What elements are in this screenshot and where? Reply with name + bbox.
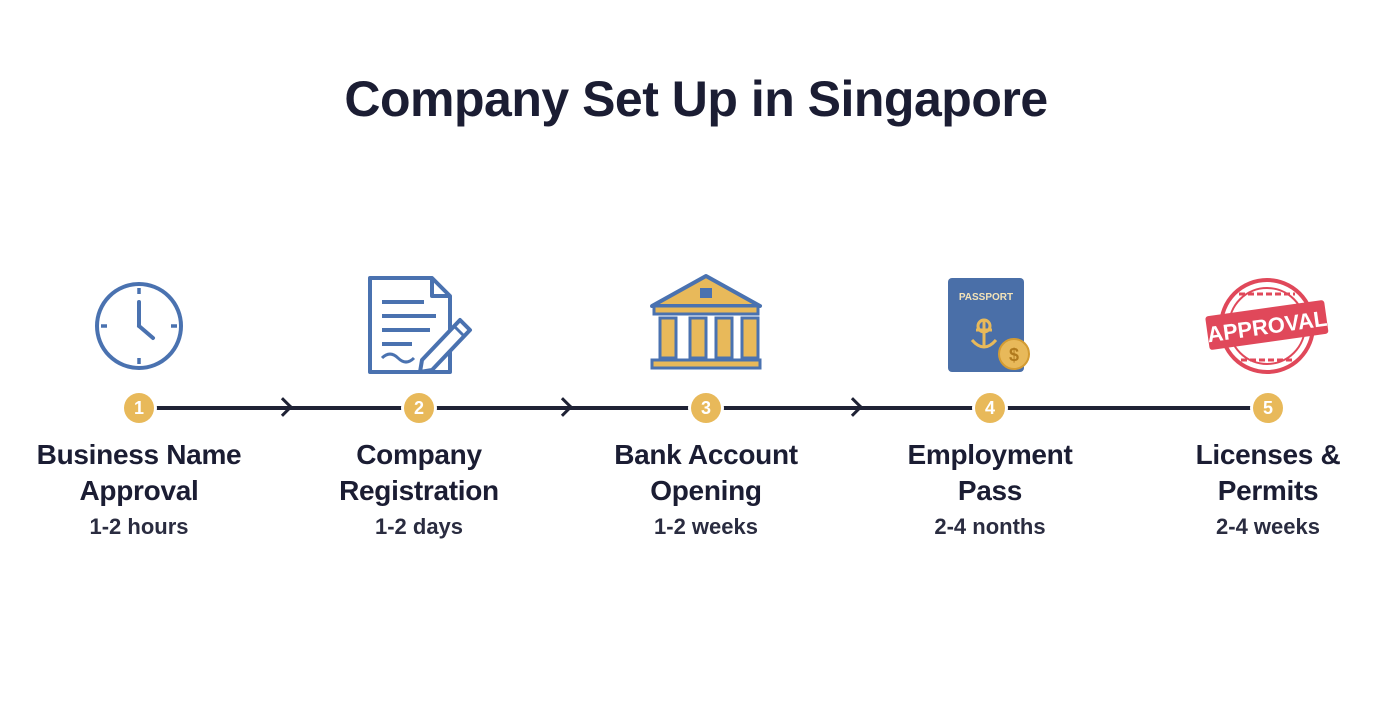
approval-stamp-icon: APPROVAL bbox=[1203, 272, 1333, 383]
arrow-right-icon bbox=[273, 397, 293, 417]
arrow-right-icon bbox=[553, 397, 573, 417]
dollar-icon: $ bbox=[1009, 345, 1019, 365]
step-number-badge: 4 bbox=[975, 393, 1005, 423]
arrow-right-icon bbox=[843, 397, 863, 417]
passport-icon: PASSPORT $ bbox=[944, 272, 1036, 381]
step-duration: 1-2 hours bbox=[89, 514, 189, 539]
document-pen-icon bbox=[364, 272, 474, 381]
step-duration: 1-2 weeks bbox=[654, 514, 758, 539]
bank-icon bbox=[646, 272, 766, 381]
step-number-badge: 1 bbox=[124, 393, 154, 423]
step-label: Licenses &Permits bbox=[1195, 439, 1341, 506]
step-number-badge: 2 bbox=[404, 393, 434, 423]
step-duration: 1-2 days bbox=[374, 514, 464, 539]
page-title: Company Set Up in Singapore bbox=[344, 71, 1048, 127]
step-duration: 2-4 weeks bbox=[1216, 514, 1320, 539]
step-duration: 2-4 nonths bbox=[934, 514, 1046, 539]
step-number-badge: 3 bbox=[691, 393, 721, 423]
passport-label: PASSPORT bbox=[959, 292, 1013, 303]
step-5: APPROVAL 5 Licenses &Permits 2-4 weeks bbox=[1148, 0, 1388, 708]
step-number-badge: 5 bbox=[1253, 393, 1283, 423]
clock-icon bbox=[89, 272, 189, 377]
